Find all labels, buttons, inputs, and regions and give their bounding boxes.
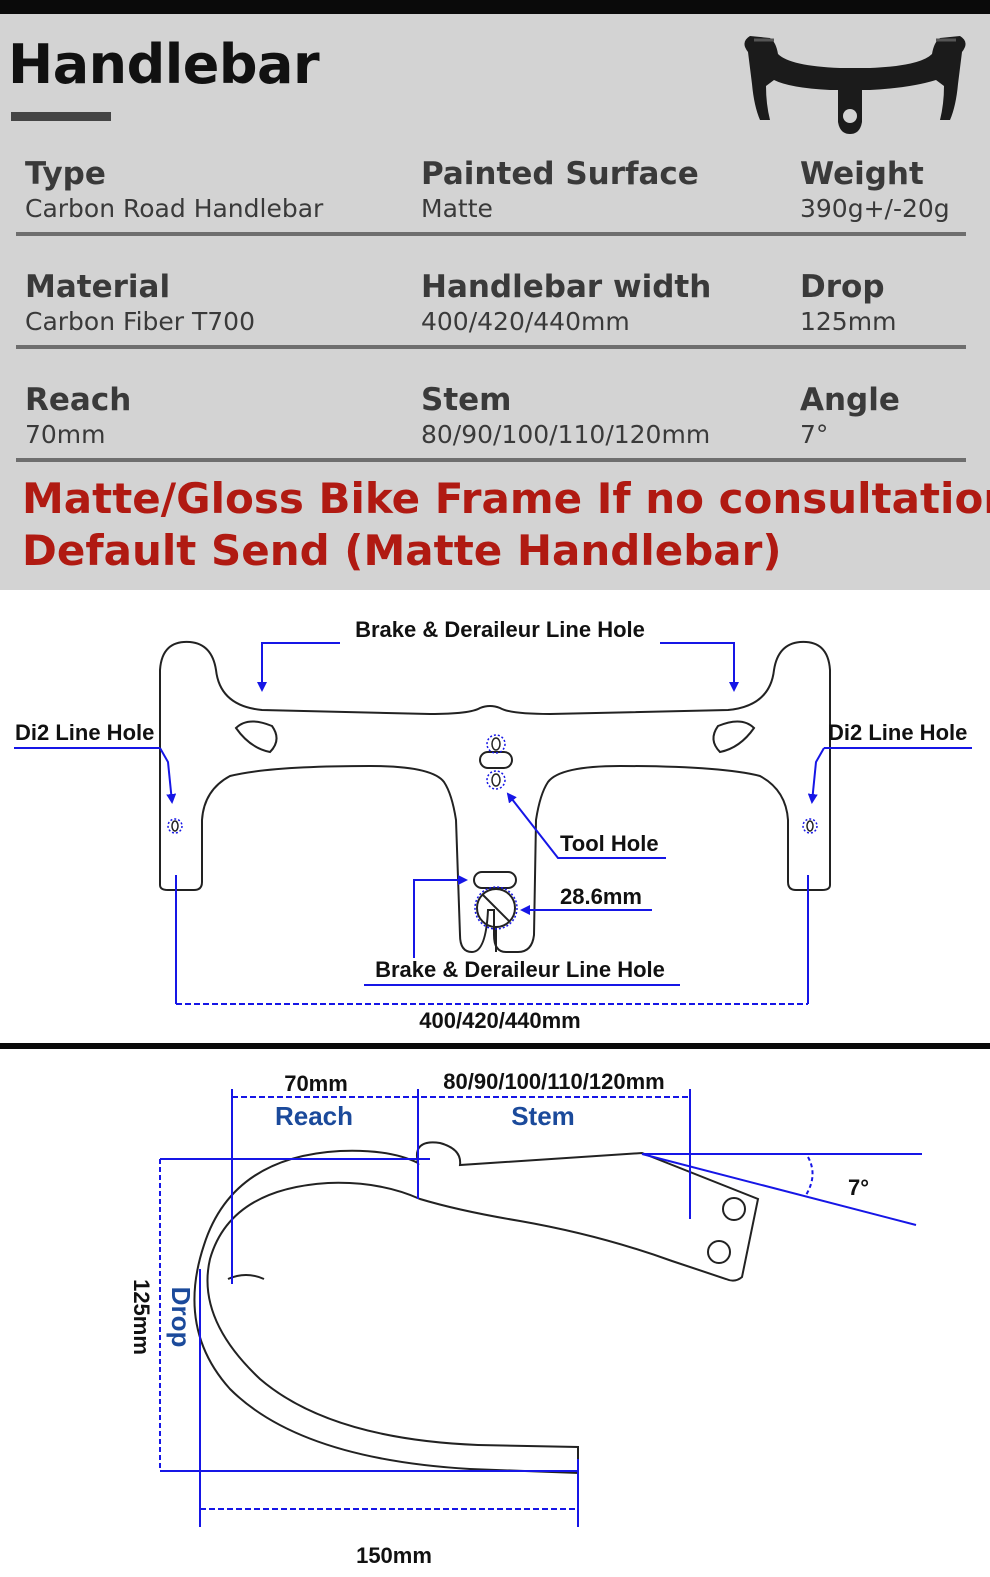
spec-value: 80/90/100/110/120mm xyxy=(421,420,711,449)
drop-value-label: 125mm xyxy=(129,1279,154,1355)
spec-divider xyxy=(16,345,966,349)
spec-panel xyxy=(0,14,990,590)
spec-label: Stem xyxy=(421,382,512,418)
spec-label: Drop xyxy=(800,269,885,305)
spec-value: 125mm xyxy=(800,307,897,336)
spec-label: Painted Surface xyxy=(421,156,699,192)
spec-value: 390g+/-20g xyxy=(800,194,950,223)
spec-type: Type Carbon Road Handlebar xyxy=(25,156,323,224)
spec-divider xyxy=(16,232,966,236)
top-view-diagram: Brake & Deraileur Line Hole Di2 Line Hol… xyxy=(14,616,972,1033)
width-label: 400/420/440mm xyxy=(419,1008,580,1033)
brake-line-top-callout xyxy=(257,642,739,692)
drop-label: Drop xyxy=(166,1287,196,1348)
spec-label: Type xyxy=(25,156,106,192)
spec-painted-surface: Painted Surface Matte xyxy=(421,156,699,224)
label-backing xyxy=(340,616,660,644)
handlebar-product-image xyxy=(744,36,966,134)
spec-weight: Weight 390g+/-20g xyxy=(800,156,950,224)
di2-right-leader xyxy=(807,747,972,804)
spec-label: Weight xyxy=(800,156,924,192)
spec-material: Material Carbon Fiber T700 xyxy=(25,269,255,337)
spec-label: Handlebar width xyxy=(421,269,712,305)
reach-value-label: 70mm xyxy=(284,1071,348,1096)
spec-stem: Stem 80/90/100/110/120mm xyxy=(421,382,710,450)
tool-hole-label: Tool Hole xyxy=(560,831,659,856)
spec-label: Angle xyxy=(800,382,900,418)
di2-right-label: Di2 Line Hole xyxy=(828,720,967,745)
title-underline xyxy=(11,112,111,121)
width-dimension xyxy=(175,875,809,1005)
brake-line-hole-bottom-label: Brake & Deraileur Line Hole xyxy=(375,957,665,982)
spec-handlebar-width: Handlebar width 400/420/440mm xyxy=(421,269,711,337)
spec-reach: Reach 70mm xyxy=(25,382,131,450)
tool-hole-leader xyxy=(506,792,666,859)
stem-label: Stem xyxy=(511,1101,575,1131)
holes-inner xyxy=(171,737,814,832)
spec-value: Carbon Fiber T700 xyxy=(25,307,255,336)
spec-drop: Drop 125mm xyxy=(800,269,896,337)
angle-label: 7° xyxy=(848,1175,869,1200)
di2-left-leader xyxy=(14,747,177,804)
spec-angle: Angle 7° xyxy=(800,382,900,450)
section-divider xyxy=(0,1043,990,1049)
di2-left-label: Di2 Line Hole xyxy=(15,720,154,745)
spec-value: Matte xyxy=(421,194,493,223)
brake-line-hole-top-label: Brake & Deraileur Line Hole xyxy=(355,617,645,642)
brake-line-bottom-leader xyxy=(364,875,680,986)
handlebar-top-outline xyxy=(159,640,831,954)
spec-label: Reach xyxy=(25,382,132,418)
side-width-label: 150mm xyxy=(356,1543,432,1568)
spec-label: Material xyxy=(25,269,171,305)
clamp-diameter-label: 28.6mm xyxy=(560,884,642,909)
side-view-diagram: 70mm Reach 80/90/100/110/120mm Stem 7° 1… xyxy=(129,1069,922,1568)
spec-value: 400/420/440mm xyxy=(421,307,630,336)
top-border xyxy=(0,0,990,14)
stem-value-label: 80/90/100/110/120mm xyxy=(443,1069,664,1094)
page-title: Handlebar xyxy=(8,33,320,96)
reach-label: Reach xyxy=(275,1101,353,1131)
spec-value: Carbon Road Handlebar xyxy=(25,194,324,223)
handlebar-side-outline xyxy=(193,1141,760,1475)
spec-divider xyxy=(16,458,966,462)
dimension-lines xyxy=(159,1089,922,1527)
notice-line-1: Matte/Gloss Bike Frame If no consultatio… xyxy=(22,474,990,523)
spec-value: 7° xyxy=(800,420,829,449)
notice-line-2: Default Send (Matte Handlebar) xyxy=(22,526,782,575)
blue-holes xyxy=(167,734,818,930)
spec-value: 70mm xyxy=(25,420,106,449)
